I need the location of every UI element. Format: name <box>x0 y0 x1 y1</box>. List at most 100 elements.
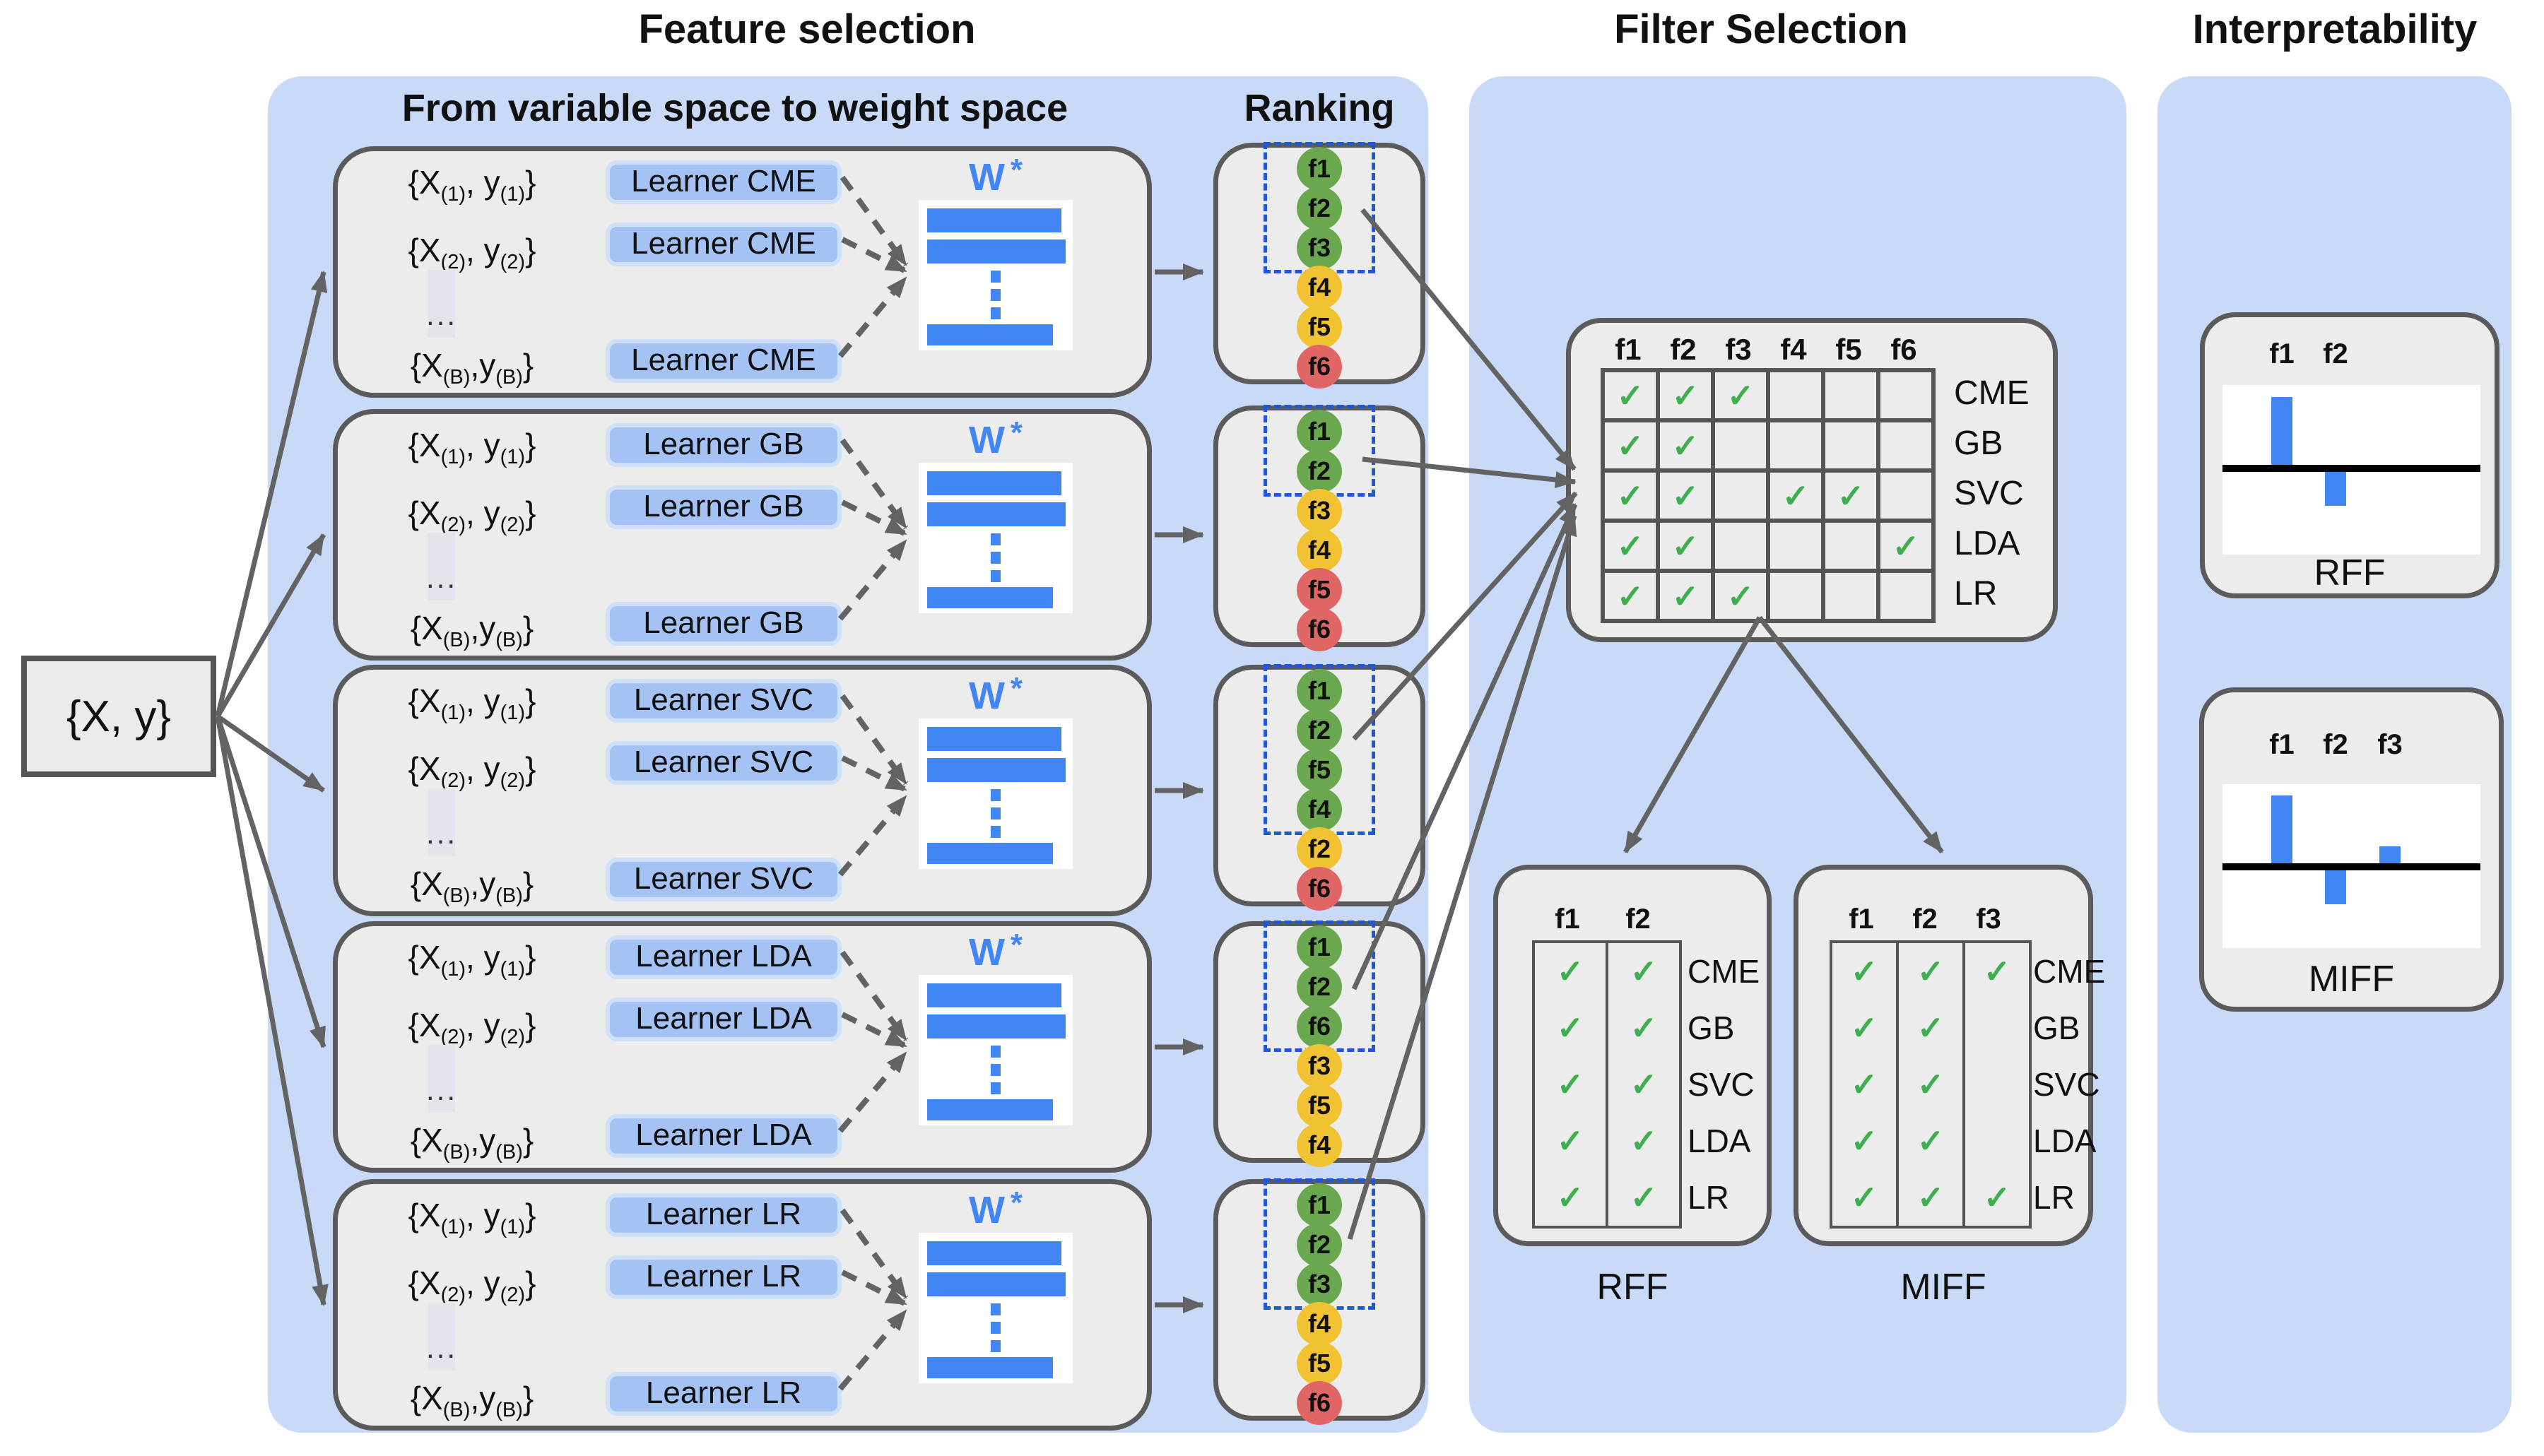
chart-bar-f2 <box>2325 870 2346 904</box>
weight-vector <box>919 463 1073 613</box>
check-icon: ✓ <box>1630 953 1658 990</box>
check-icon: ✓ <box>1713 571 1768 621</box>
table-row-label-cme: CME <box>2033 953 2106 990</box>
matrix-cell <box>1878 420 1933 470</box>
dataset-label-b: {X(B),y(B)} <box>410 610 534 652</box>
check-icon: ✓ <box>1916 1066 1945 1103</box>
check-icon: ✓ <box>1658 521 1713 571</box>
dataset-label-1: {X(1), y(1)} <box>408 682 536 725</box>
learner-button: Learner CME <box>606 223 842 266</box>
dataset-ellipsis: ... <box>425 1073 457 1106</box>
learner-button: Learner LR <box>606 1372 842 1416</box>
matrix-row-label-cme: CME <box>1954 374 2030 412</box>
dataset-label-2: {X(2), y(2)} <box>408 495 536 537</box>
weight-bar <box>927 208 1061 232</box>
weight-vector <box>919 975 1073 1125</box>
weight-bar <box>927 1014 1066 1038</box>
check-icon: ✓ <box>1556 1179 1584 1216</box>
table-row-label-gb: GB <box>1688 1010 1735 1046</box>
learner-block-svc: {X(1), y(1)} {X(2), y(2)} ... {X(B),y(B)… <box>333 665 1152 916</box>
feature-chip-f3: f3 <box>1297 1262 1342 1306</box>
learner-button: Learner LDA <box>606 935 842 979</box>
chart-column-header-f2: f2 <box>2323 729 2348 760</box>
feature-chip-f3: f3 <box>1297 226 1342 270</box>
table-row-label-lda: LDA <box>2033 1123 2097 1159</box>
feature-chip-f5: f5 <box>1297 1084 1342 1127</box>
table-column-header-f2: f2 <box>1912 904 1938 935</box>
feature-chip-f2: f2 <box>1297 827 1342 871</box>
weight-vector-label: W* <box>968 671 1023 717</box>
check-icon: ✓ <box>1630 1066 1658 1103</box>
dataset-label-2: {X(2), y(2)} <box>408 750 536 793</box>
dataset-label-b: {X(B),y(B)} <box>410 347 534 389</box>
matrix-row-label-lda: LDA <box>1954 525 2020 562</box>
check-icon: ✓ <box>1658 370 1713 420</box>
weight-bar <box>927 1099 1053 1120</box>
dataset-label-b: {X(B),y(B)} <box>410 865 534 908</box>
weight-ellipsis <box>919 1303 1073 1352</box>
table-grid: ✓✓✓✓✓✓✓✓✓✓ <box>1532 940 1682 1229</box>
table-column-f2: ✓✓✓✓✓ <box>1606 943 1679 1226</box>
feature-chip-f6: f6 <box>1297 345 1342 389</box>
learner-button: Learner LDA <box>606 998 842 1041</box>
chart-column-header-f1: f1 <box>2269 729 2295 760</box>
weight-bar <box>927 758 1066 782</box>
feature-chip-f1: f1 <box>1297 1183 1342 1227</box>
weight-bar <box>927 324 1053 345</box>
chart-column-header-f3: f3 <box>2377 729 2403 760</box>
dataset-ellipsis-strip: ... <box>426 1303 455 1371</box>
dataset-label-1: {X(1), y(1)} <box>408 164 536 206</box>
weight-bar <box>927 843 1053 864</box>
learner-button: Learner GB <box>606 423 842 467</box>
weight-vector-label: W* <box>968 153 1023 199</box>
table-cell <box>1965 1113 2029 1169</box>
feature-chip-f1: f1 <box>1297 669 1342 713</box>
check-icon: ✓ <box>1630 1010 1658 1046</box>
table-row-label-lr: LR <box>1688 1179 1729 1216</box>
weight-ellipsis <box>919 533 1073 582</box>
feature-chip-f2: f2 <box>1297 709 1342 752</box>
table-row-label-lr: LR <box>2033 1179 2075 1216</box>
check-icon: ✓ <box>1916 1179 1945 1216</box>
dataset-ellipsis: ... <box>425 561 457 594</box>
check-icon: ✓ <box>1603 420 1658 470</box>
feature-chip-f1: f1 <box>1297 410 1342 454</box>
feature-chip-f6: f6 <box>1297 1005 1342 1048</box>
table-column-header-f1: f1 <box>1555 904 1580 935</box>
learner-block-lr: {X(1), y(1)} {X(2), y(2)} ... {X(B),y(B)… <box>333 1179 1152 1431</box>
weight-ellipsis <box>919 271 1073 319</box>
weight-bar <box>927 502 1066 526</box>
matrix-cell <box>1823 370 1878 420</box>
dataset-label-b: {X(B),y(B)} <box>410 1122 534 1164</box>
check-icon: ✓ <box>1850 1179 1878 1216</box>
check-icon: ✓ <box>1556 953 1584 990</box>
feature-chip-f4: f4 <box>1297 266 1342 309</box>
dataset-label-b: {X(B),y(B)} <box>410 1380 534 1422</box>
dataset-label-1: {X(1), y(1)} <box>408 427 536 469</box>
table-column-header-f3: f3 <box>1976 904 2001 935</box>
matrix-column-header-f5: f5 <box>1835 333 1862 366</box>
matrix-cell <box>1878 571 1933 621</box>
dataset-label-2: {X(2), y(2)} <box>408 1007 536 1049</box>
matrix-cell <box>1878 370 1933 420</box>
chart-bar-f2 <box>2325 472 2346 506</box>
feature-chip-f5: f5 <box>1297 748 1342 792</box>
matrix-cell <box>1768 370 1823 420</box>
weight-vector <box>919 200 1073 350</box>
chart-bar-f3 <box>2379 846 2401 863</box>
matrix-row-label-svc: SVC <box>1954 475 2024 512</box>
weight-vector <box>919 1233 1073 1383</box>
chart-caption: MIFF <box>2308 959 2395 1000</box>
feature-chip-f2: f2 <box>1297 965 1342 1009</box>
chart-zero-axis <box>2222 863 2480 870</box>
feature-chip-f6: f6 <box>1297 608 1342 651</box>
chart-zero-axis <box>2222 465 2480 472</box>
table-row-label-lda: LDA <box>1688 1123 1751 1159</box>
weight-vector-label: W* <box>968 415 1023 461</box>
weight-bar <box>927 587 1053 608</box>
